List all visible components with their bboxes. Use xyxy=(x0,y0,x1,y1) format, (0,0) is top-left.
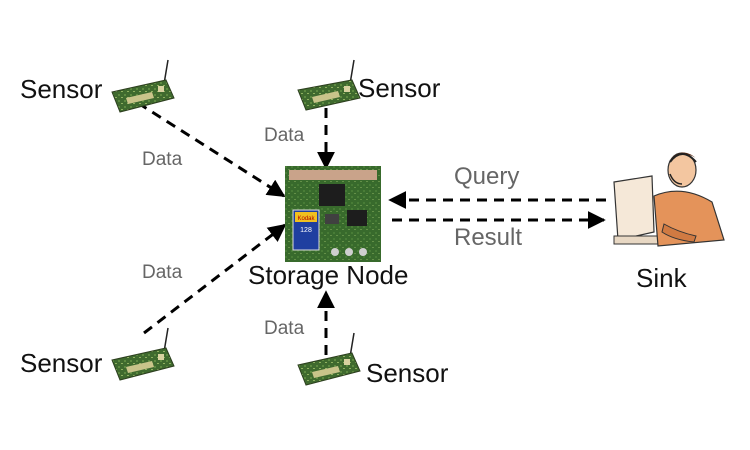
edge-label-result: Result xyxy=(454,224,522,251)
arrow-sensor-top-left-to-storage xyxy=(137,101,286,198)
edge-label-data-top-left: Data xyxy=(142,149,183,170)
sensor-label-bottom-left: Sensor xyxy=(20,348,103,378)
arrow-sensor-bottom-left-to-storage xyxy=(143,223,287,335)
sd-card-brand: Kodak xyxy=(297,216,315,222)
sensor-board-icon xyxy=(297,59,361,111)
sensor-board-icon xyxy=(111,59,175,113)
sensor-board-icon xyxy=(111,327,175,381)
sink-person-computer-icon xyxy=(613,152,725,247)
sink-label: Sink xyxy=(636,263,688,293)
storage-node-board-icon: Kodak 128 xyxy=(285,166,381,262)
sensor-board-icon xyxy=(297,332,361,386)
edge-label-query: Query xyxy=(454,163,519,190)
sensor-label-bottom: Sensor xyxy=(366,358,449,388)
sensor-label-top-left: Sensor xyxy=(20,74,103,104)
storage-node-label: Storage Node xyxy=(248,260,408,290)
sd-card-capacity: 128 xyxy=(300,227,312,234)
sensor-label-top: Sensor xyxy=(358,73,441,103)
edge-label-data-bottom-left: Data xyxy=(142,262,183,283)
edge-label-data-bottom: Data xyxy=(264,318,305,339)
edge-label-data-top: Data xyxy=(264,125,305,146)
